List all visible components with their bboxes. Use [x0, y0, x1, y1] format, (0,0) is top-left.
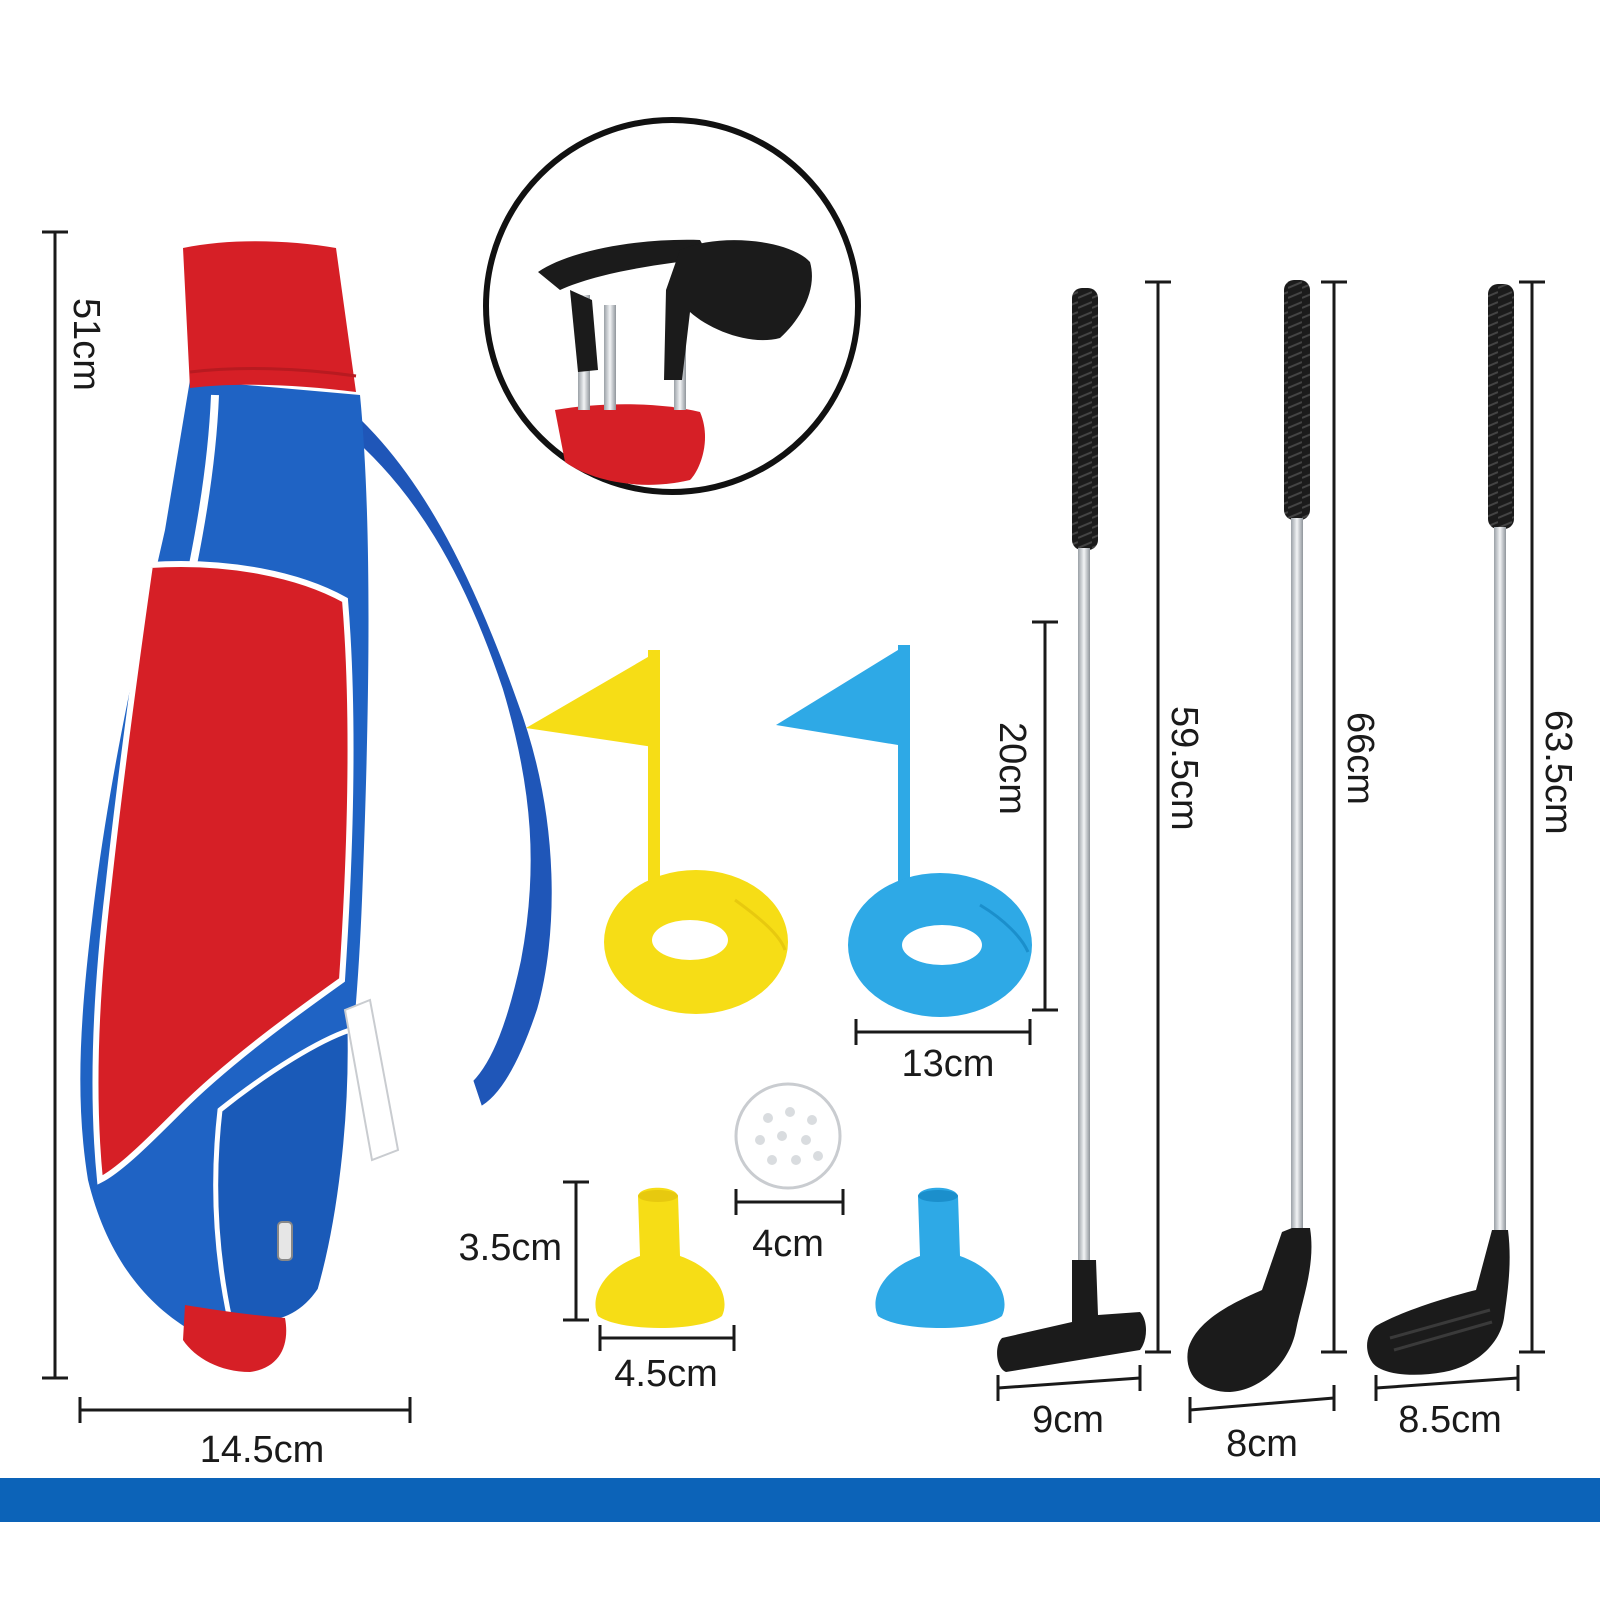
club-heads-zoom-icon: [483, 117, 861, 495]
putter-club-icon: [997, 288, 1146, 1372]
bag-height-label: 51cm: [65, 298, 107, 391]
driver-length-label: 66cm: [1339, 712, 1381, 805]
putter-head-width-label: 9cm: [1032, 1399, 1104, 1441]
tee-height-label: 3.5cm: [459, 1227, 562, 1269]
bag-height-dimension: 51cm: [42, 230, 107, 1380]
hole-flag-icon: [526, 650, 788, 1014]
golf-ball-icon: [734, 1082, 842, 1190]
footer-bar: [0, 1478, 1600, 1522]
golf-tee-icon: [595, 1187, 725, 1328]
golf-tee-icon: [875, 1187, 1005, 1328]
flag-height-label: 20cm: [991, 722, 1033, 815]
iron-head-width-dimension: 8.5cm: [1374, 1365, 1520, 1441]
flag-base-width-dimension: 13cm: [854, 1019, 1032, 1085]
flag-base-width-label: 13cm: [902, 1043, 995, 1085]
driver-head-width-dimension: 8cm: [1188, 1385, 1336, 1465]
ball-diameter-dimension: 4cm: [734, 1189, 845, 1265]
tee-width-dimension: 4.5cm: [598, 1325, 736, 1395]
golf-bag-icon: [80, 241, 558, 1372]
driver-head-width-label: 8cm: [1226, 1423, 1298, 1465]
bag-width-dimension: 14.5cm: [78, 1397, 412, 1471]
ball-diameter-label: 4cm: [752, 1223, 824, 1265]
iron-length-label: 63.5cm: [1537, 710, 1579, 835]
hole-flag-icon: [776, 645, 1032, 1017]
tee-width-label: 4.5cm: [614, 1353, 717, 1395]
driver-club-icon: [1187, 280, 1312, 1392]
bag-width-label: 14.5cm: [200, 1429, 325, 1471]
putter-head-width-dimension: 9cm: [996, 1365, 1142, 1441]
putter-length-label: 59.5cm: [1163, 706, 1205, 831]
putter-length-dimension: 59.5cm: [1145, 280, 1205, 1354]
iron-club-icon: [1367, 284, 1514, 1375]
iron-length-dimension: 63.5cm: [1519, 280, 1579, 1354]
iron-head-width-label: 8.5cm: [1398, 1399, 1501, 1441]
tee-height-dimension: 3.5cm: [459, 1180, 589, 1322]
driver-length-dimension: 66cm: [1321, 280, 1381, 1354]
flag-height-dimension: 20cm: [991, 620, 1058, 1012]
